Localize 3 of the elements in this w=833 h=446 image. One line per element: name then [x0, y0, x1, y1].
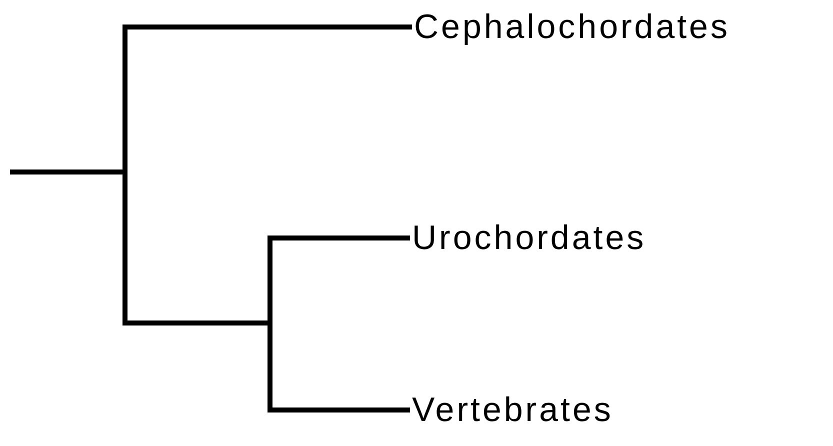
taxon-label: Vertebrates: [412, 390, 614, 430]
taxon-label: Cephalochordates: [414, 7, 730, 47]
taxon-label: Urochordates: [412, 218, 646, 258]
